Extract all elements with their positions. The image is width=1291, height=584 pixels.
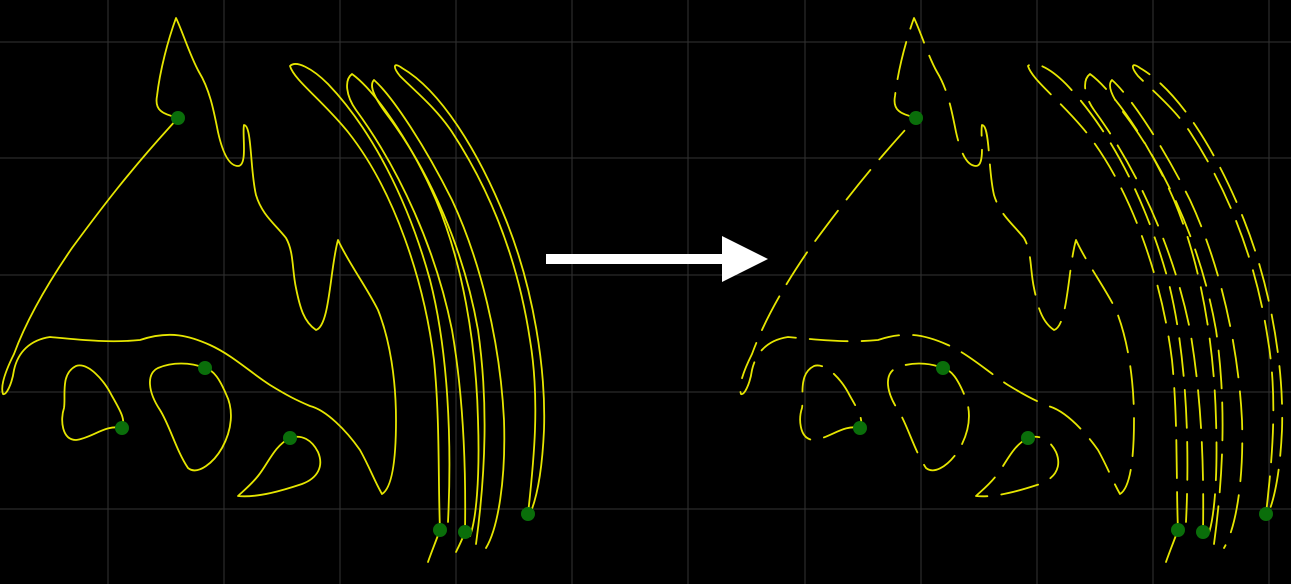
anchor-point-marker: [1171, 523, 1185, 537]
mane-arc-1: [1027, 63, 1189, 531]
anchor-point-marker: [458, 525, 472, 539]
panel-before: [1, 17, 546, 563]
eye-left-outline: [799, 364, 863, 441]
anchor-point-marker: [171, 111, 185, 125]
mane-arc-2: [346, 73, 480, 537]
right-arrow-icon: [546, 236, 768, 282]
panel-after: [739, 17, 1284, 563]
mane-arc-4: [394, 64, 546, 515]
head-outline: [739, 17, 1135, 495]
anchor-point-marker: [909, 111, 923, 125]
mane-arc-1: [289, 63, 451, 531]
mane-arc-4: [1132, 64, 1284, 515]
anchor-point-marker: [1196, 525, 1210, 539]
anchor-point-marker: [1259, 507, 1273, 521]
anchor-point-marker: [115, 421, 129, 435]
anchor-point-marker: [936, 361, 950, 375]
anchor-point-marker: [433, 523, 447, 537]
anchor-point-marker: [853, 421, 867, 435]
mane-arc-3: [1109, 79, 1244, 549]
mane-arc-3: [371, 79, 506, 549]
head-outline: [1, 17, 397, 495]
anchor-point-marker: [283, 431, 297, 445]
eye-right-outline: [887, 362, 970, 472]
anchor-point-marker: [198, 361, 212, 375]
eye-right-outline: [149, 362, 232, 472]
anchor-point-marker: [521, 507, 535, 521]
eye-left-outline: [61, 364, 125, 441]
mane-arc-2: [1084, 73, 1218, 537]
horn-outline: [237, 435, 322, 498]
horn-outline: [975, 435, 1060, 498]
anchor-point-marker: [1021, 431, 1035, 445]
